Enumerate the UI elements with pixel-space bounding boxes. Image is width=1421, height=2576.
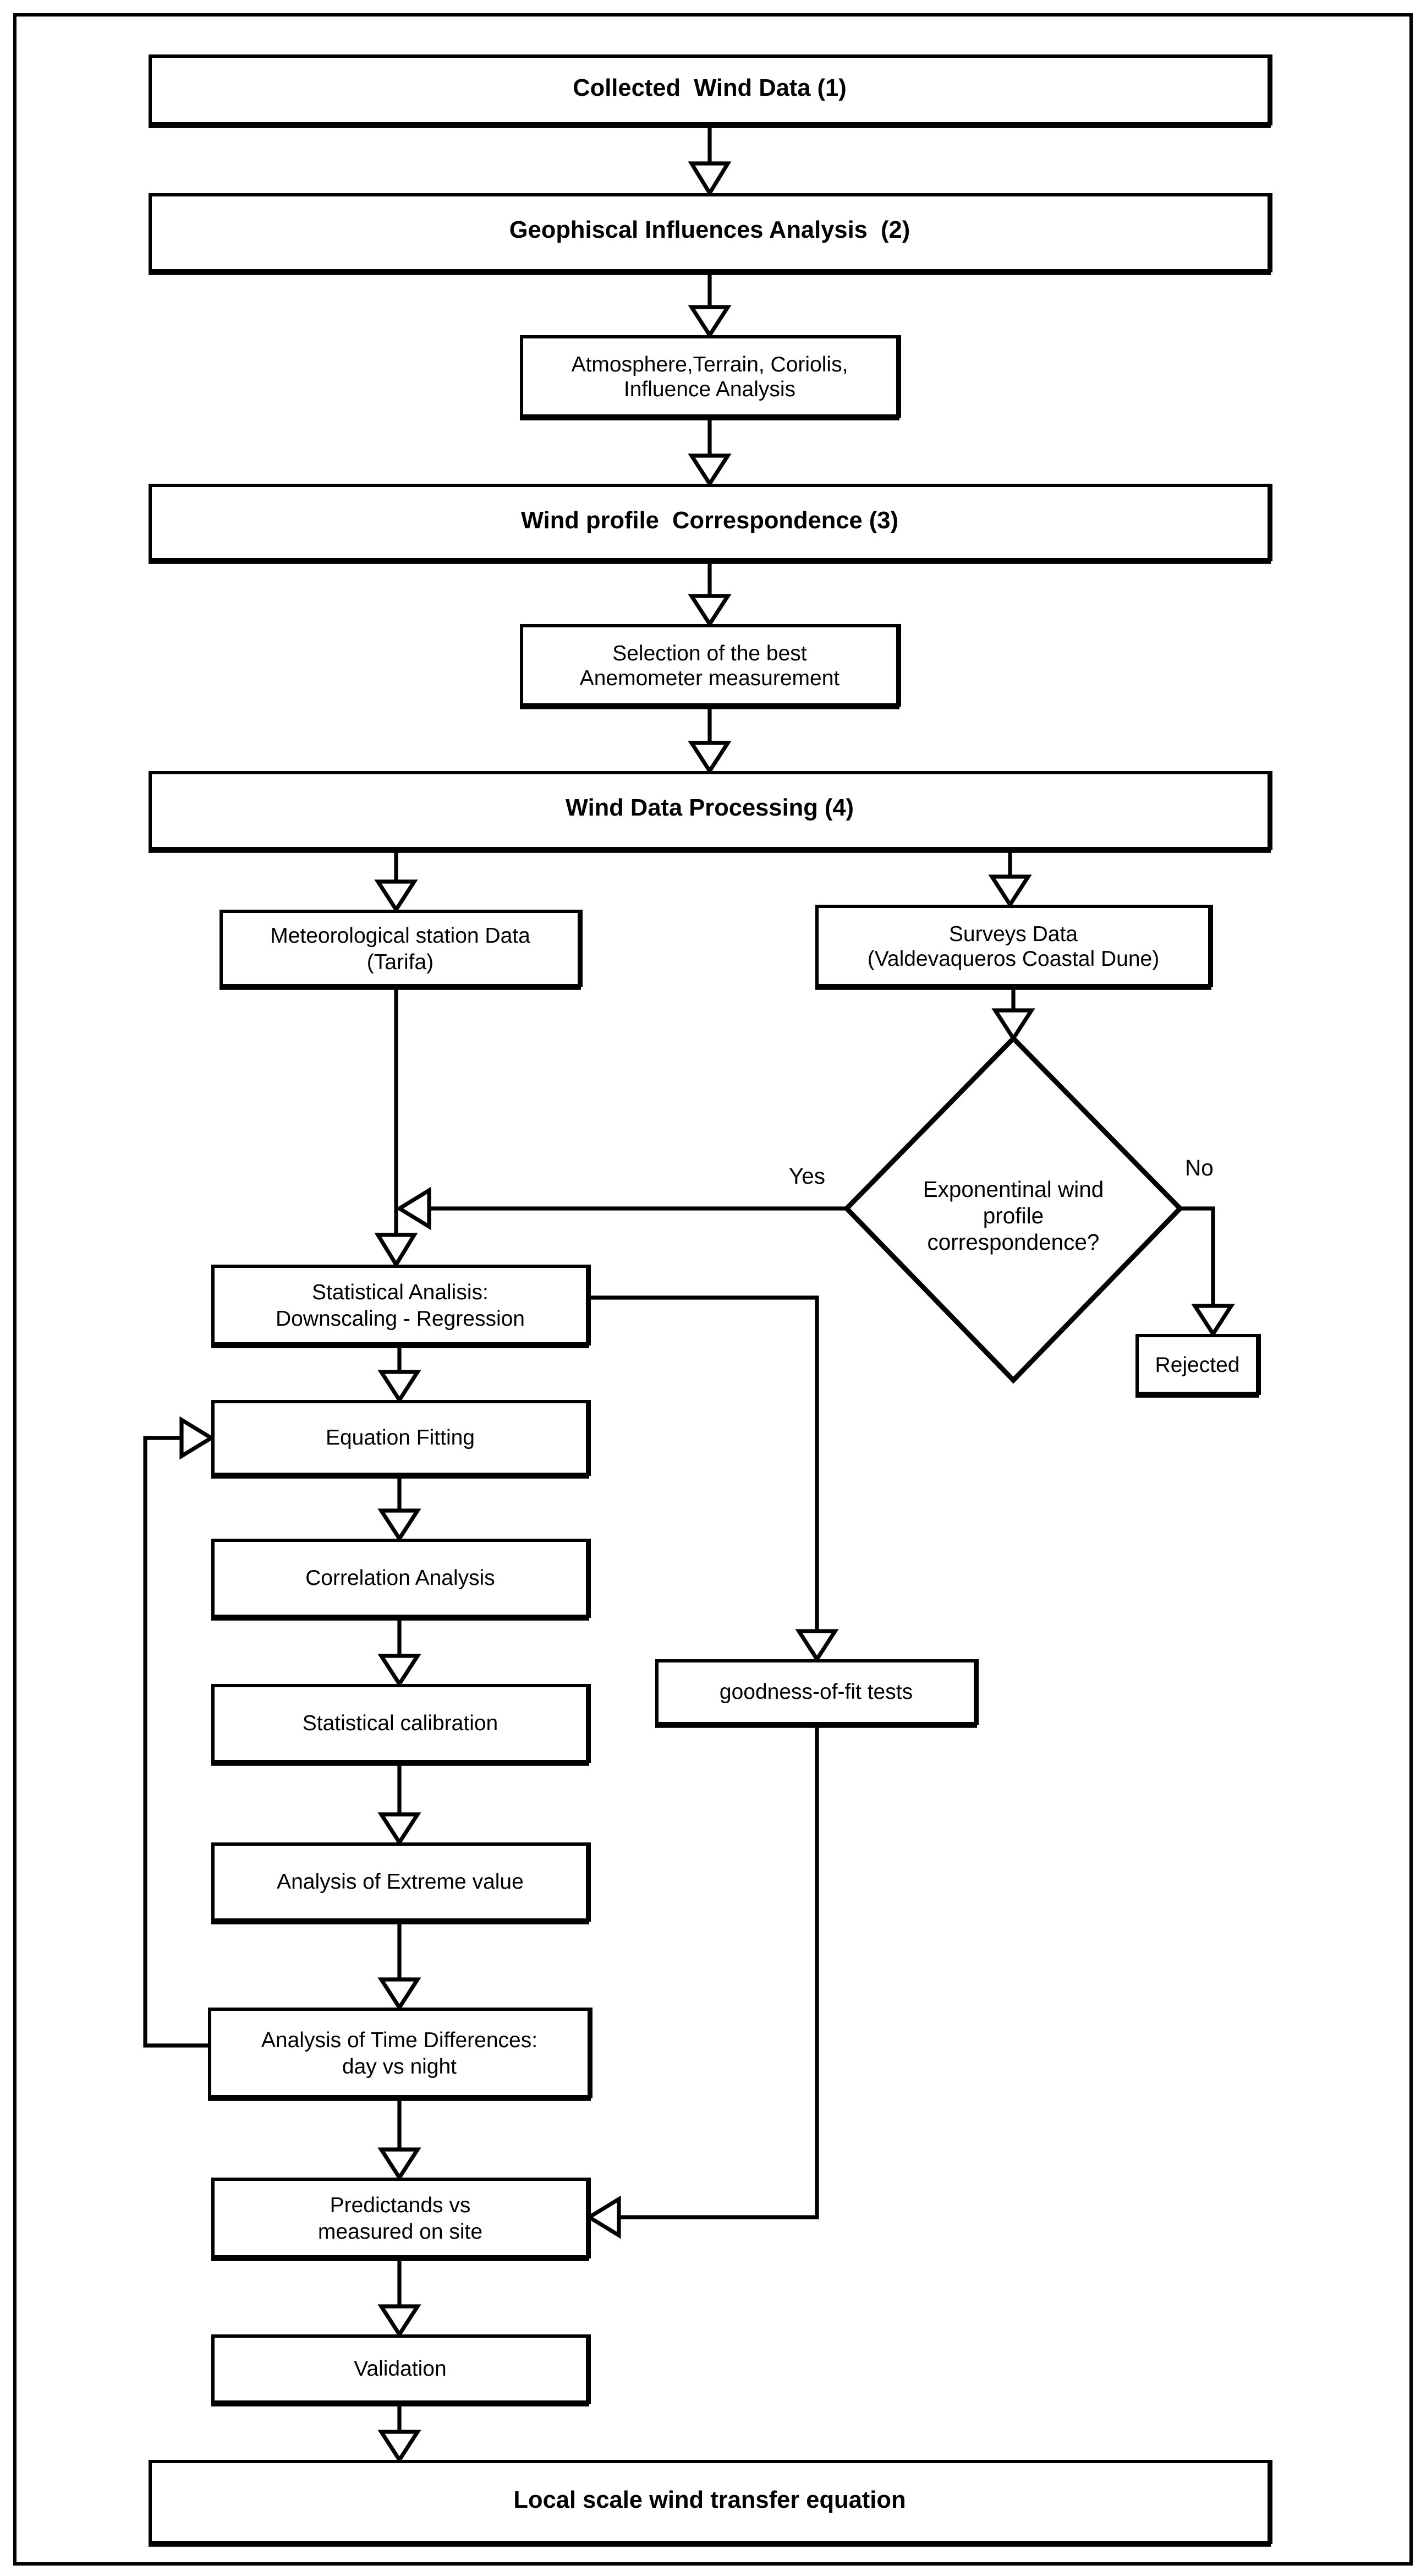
edge-label-yes: Yes [788, 1164, 825, 1189]
node-equation-fitting: Equation Fitting [211, 1400, 589, 1476]
line-statistical-to-goodness [589, 1295, 819, 1631]
arrowhead-to-geophysical [688, 161, 732, 197]
node-correlation-analysis: Correlation Analysis [211, 1539, 589, 1618]
node-wind-data-processing: Wind Data Processing (4) [149, 771, 1271, 850]
node-local-scale-equation: Local scale wind transfer equation [149, 2460, 1271, 2544]
outer-border [13, 13, 1413, 2566]
arrowhead-to-localscale [377, 2430, 421, 2464]
line-decision-no [1180, 1206, 1215, 1306]
decision-diamond-label: Exponentinal wind profile correspondence… [923, 1177, 1104, 1255]
arrowhead-to-metstation [374, 879, 418, 914]
node-geophysical-influences: Geophiscal Influences Analysis (2) [149, 193, 1271, 272]
node-anemometer-selection: Selection of the best Anemometer measure… [520, 624, 899, 707]
arrowhead-to-validation [377, 2304, 421, 2338]
arrowhead-to-windprofile [688, 453, 732, 488]
arrowhead-to-atmosphere [688, 305, 732, 339]
arrowhead-goodness-to-predictands [585, 2195, 621, 2239]
arrowhead-to-rejected [1191, 1304, 1235, 1338]
node-rejected: Rejected [1135, 1334, 1259, 1395]
arrowhead-to-equation [377, 1370, 421, 1404]
node-collected-wind-data: Collected Wind Data (1) [149, 54, 1271, 125]
node-predictands: Predictands vs measured on site [211, 2178, 589, 2258]
node-time-differences: Analysis of Time Differences: day vs nig… [208, 2008, 591, 2098]
node-wind-profile-correspondence: Wind profile Correspondence (3) [149, 484, 1271, 561]
arrowhead-to-processing [688, 741, 732, 775]
arrowhead-yes-merge [396, 1186, 431, 1230]
arrowhead-to-decision [991, 1008, 1035, 1042]
line-goodness-to-predictands [617, 1725, 819, 2219]
arrowhead-to-statistical [374, 1233, 418, 1268]
node-statistical-calibration: Statistical calibration [211, 1684, 589, 1763]
node-validation: Validation [211, 2334, 589, 2404]
node-met-station-data: Meteorological station Data (Tarifa) [220, 910, 581, 987]
arrowhead-to-selection [688, 594, 732, 628]
arrowhead-to-predictands [377, 2147, 421, 2181]
arrowhead-to-calibration [377, 1654, 421, 1688]
arrowhead-to-goodness [795, 1629, 839, 1663]
node-extreme-value: Analysis of Extreme value [211, 1842, 589, 1922]
node-statistical-analysis: Statistical Analisis: Downscaling - Regr… [211, 1265, 589, 1346]
arrowhead-to-extreme [377, 1812, 421, 1846]
line-feedback-loop [143, 1436, 208, 2048]
arrowhead-to-surveys [988, 874, 1032, 909]
node-surveys-data: Surveys Data (Valdevaqueros Coastal Dune… [815, 905, 1211, 987]
edge-label-no: No [1185, 1156, 1214, 1180]
arrowhead-loop-to-equation [179, 1416, 215, 1460]
node-atmosphere-terrain-coriolis: Atmosphere,Terrain, Coriolis, Influence … [520, 335, 899, 418]
node-goodness-of-fit: goodness-of-fit tests [655, 1659, 977, 1725]
decision-diamond [843, 1035, 1184, 1384]
arrowhead-to-timediff [377, 1977, 421, 2011]
arrowhead-to-correlation [377, 1508, 421, 1543]
